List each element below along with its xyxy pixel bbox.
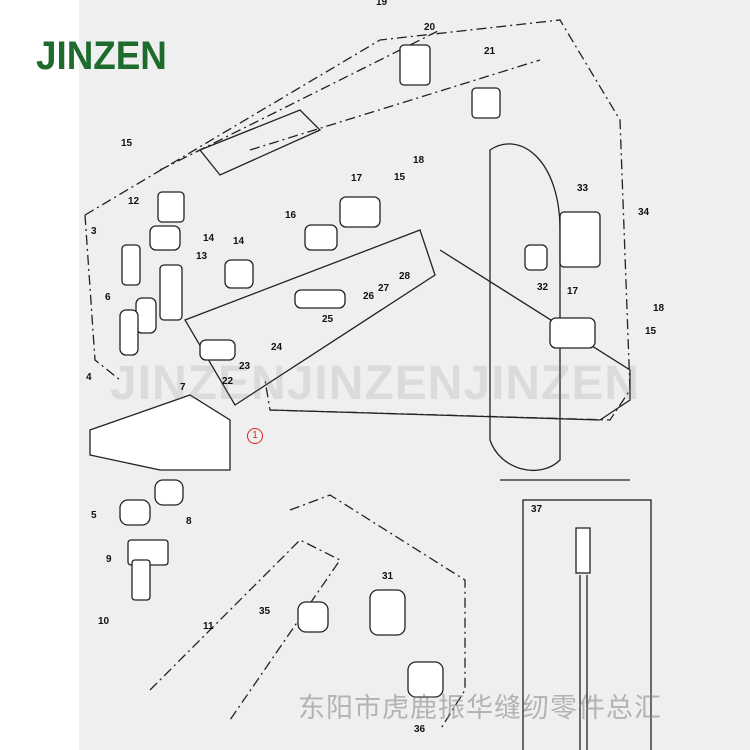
- part-label[interactable]: 19: [376, 0, 388, 8]
- part-label[interactable]: 28: [399, 271, 411, 282]
- part-label[interactable]: 13: [196, 251, 208, 262]
- watermark-chinese: 东阳市虎鹿振华缝纫零件总汇: [298, 693, 662, 723]
- lower-casting: [149, 494, 466, 731]
- part-label[interactable]: 11: [203, 621, 214, 632]
- part-label[interactable]: 4: [86, 372, 92, 383]
- part-label[interactable]: 17: [567, 286, 579, 297]
- part-label[interactable]: 36: [414, 724, 426, 735]
- watermark-text: JINZENJINZENJINZEN: [110, 357, 641, 410]
- part-label[interactable]: 32: [537, 282, 549, 293]
- part-label[interactable]: 25: [322, 314, 334, 325]
- diagram-paper: [79, 0, 750, 750]
- part-label[interactable]: 21: [484, 46, 496, 57]
- part-label[interactable]: 34: [638, 207, 650, 218]
- part-label[interactable]: 14: [203, 233, 215, 244]
- part-label[interactable]: 3: [91, 226, 97, 237]
- part-label[interactable]: 8: [186, 516, 192, 527]
- parts-panel: [184, 229, 436, 406]
- part-label[interactable]: 27: [378, 283, 390, 294]
- part-label[interactable]: 18: [653, 303, 665, 314]
- casting-outline: [84, 19, 631, 421]
- part-label[interactable]: 16: [285, 210, 297, 221]
- part-label[interactable]: 15: [394, 172, 406, 183]
- part-label[interactable]: 15: [645, 326, 657, 337]
- part-label[interactable]: 23: [239, 361, 251, 372]
- part-label[interactable]: 14: [233, 236, 245, 247]
- part-label[interactable]: 20: [424, 22, 436, 33]
- part-label[interactable]: 6: [105, 292, 111, 303]
- rod-box-37: [522, 499, 652, 750]
- part-label[interactable]: 22: [222, 376, 234, 387]
- part-label[interactable]: 33: [577, 183, 589, 194]
- part-label[interactable]: 7: [180, 382, 186, 393]
- part-label[interactable]: 24: [271, 342, 283, 353]
- part-label[interactable]: 31: [382, 571, 394, 582]
- part-label[interactable]: 10: [98, 616, 110, 627]
- parts-bushings: [89, 44, 601, 698]
- part-label[interactable]: 12: [128, 196, 140, 207]
- part-label[interactable]: 5: [91, 510, 97, 521]
- part-label[interactable]: 15: [121, 138, 133, 149]
- part-label[interactable]: 37: [531, 504, 543, 515]
- part-label[interactable]: 9: [106, 554, 112, 565]
- part-label[interactable]: 18: [413, 155, 425, 166]
- part-label[interactable]: 35: [259, 606, 271, 617]
- highlighted-part-1[interactable]: 1: [247, 428, 263, 444]
- brand-logo: JINZEN: [36, 34, 167, 78]
- part-label[interactable]: 26: [363, 291, 375, 302]
- part-label[interactable]: 17: [351, 173, 363, 184]
